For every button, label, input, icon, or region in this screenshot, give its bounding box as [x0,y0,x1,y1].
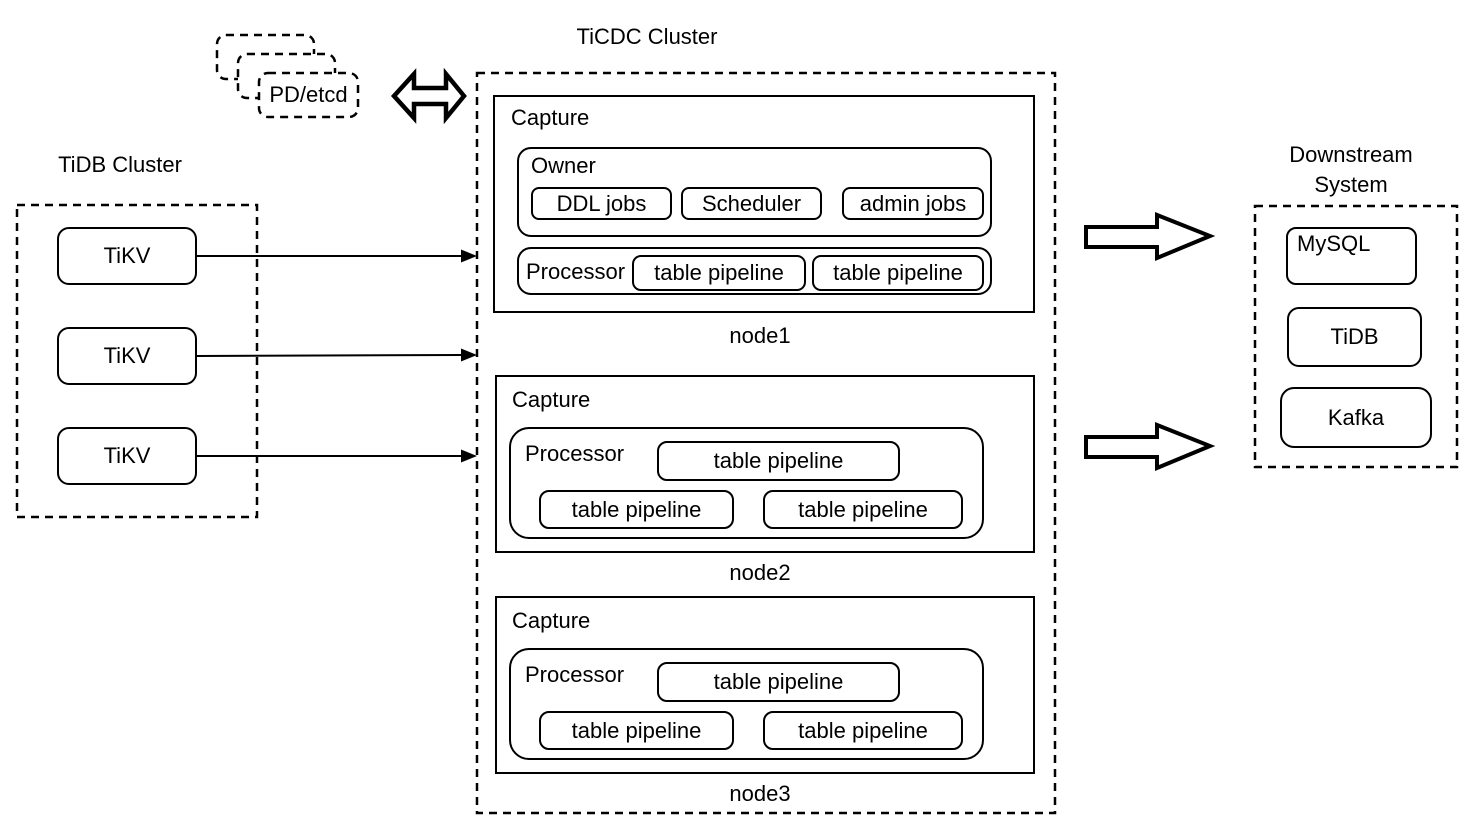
table-pipeline-box: table pipeline [812,255,984,291]
owner-label: Owner [531,153,596,178]
table-pipeline-label: table pipeline [798,717,928,743]
arrow-tikv2-to-ticdc [196,348,477,362]
arrowhead-icon [461,449,477,463]
node1-label: node1 [729,323,791,348]
arrowhead-icon [461,348,477,362]
ticdc-downstream-block-arrow-icon-1 [1084,212,1216,261]
scheduler-label: Scheduler [701,190,802,216]
table-pipeline-box: table pipeline [539,490,734,529]
node3-label: node3 [729,781,791,806]
table-pipeline-box: table pipeline [763,711,963,750]
table-pipeline-box: table pipeline [657,441,900,481]
table-pipeline-box: table pipeline [763,490,963,529]
tidb-cluster-dashed-border [15,203,259,519]
processor-label: Processor [525,441,625,466]
ticdc-downstream-block-arrow-icon-2 [1084,422,1216,471]
tikv-label: TiKV [103,343,151,368]
tikv-box-1: TiKV [57,227,197,285]
processor-box: Processor table pipeline table pipeline … [509,648,984,760]
node2-capture-box: Capture Processor table pipeline table p… [495,375,1035,553]
table-pipeline-label: table pipeline [798,496,928,522]
processor-box: Processor table pipeline table pipeline … [509,427,984,539]
mysql-label: MySQL [1297,231,1371,256]
ddl-jobs-box: DDL jobs [531,187,672,220]
tidb-box: TiDB [1287,307,1422,367]
node2-label: node2 [729,560,791,585]
tidb-label: TiDB [1330,324,1379,349]
admin-jobs-box: admin jobs [842,187,984,220]
processor-label: Processor [526,259,626,284]
ticdc-cluster-title: TiCDC Cluster [576,24,718,49]
capture-label: Capture [511,105,590,130]
downstream-title-line2: System [1314,172,1388,197]
table-pipeline-box: table pipeline [632,255,806,291]
tikv-label: TiKV [103,443,151,468]
kafka-box: Kafka [1280,387,1432,448]
downstream-system-dashed-border [1253,204,1459,469]
tikv-box-3: TiKV [57,427,197,485]
pd-etcd-label: PD/etcd [269,82,348,107]
processor-box: Processor table pipeline table pipeline [517,247,992,295]
downstream-title-line1: Downstream [1289,142,1413,167]
owner-box: Owner DDL jobs Scheduler admin jobs [517,147,992,237]
table-pipeline-label: table pipeline [713,669,844,694]
pd-etcd-stack-box-front [257,71,360,119]
pd-etcd-box: PD/etcd [259,73,358,117]
table-pipeline-label: table pipeline [713,448,844,473]
mysql-box: MySQL [1286,227,1417,285]
table-pipeline-box: table pipeline [539,711,734,750]
table-pipeline-box: table pipeline [657,662,900,702]
scheduler-box: Scheduler [681,187,822,220]
tikv-box-2: TiKV [57,327,197,385]
admin-jobs-label: admin jobs [859,190,967,216]
arrowhead-icon [461,249,477,263]
capture-label: Capture [512,387,591,412]
table-pipeline-label: table pipeline [571,717,702,743]
node3-capture-box: Capture Processor table pipeline table p… [495,596,1035,774]
table-pipeline-label: table pipeline [654,260,784,285]
pd-ticdc-double-arrow-icon [390,67,467,125]
ddl-jobs-label: DDL jobs [556,190,647,216]
tikv-label: TiKV [103,243,151,268]
node1-capture-box: Capture Owner DDL jobs Scheduler admin j… [493,95,1035,313]
table-pipeline-label: table pipeline [833,260,963,285]
capture-label: Capture [512,608,591,633]
table-pipeline-label: table pipeline [571,496,702,522]
arrow-tikv3-to-ticdc [197,449,477,463]
processor-label: Processor [525,662,625,687]
downstream-system-title: Downstream System [1289,140,1412,200]
tidb-cluster-title: TiDB Cluster [58,152,182,177]
arrow-tikv1-to-ticdc [197,249,477,263]
kafka-label: Kafka [1327,404,1385,430]
